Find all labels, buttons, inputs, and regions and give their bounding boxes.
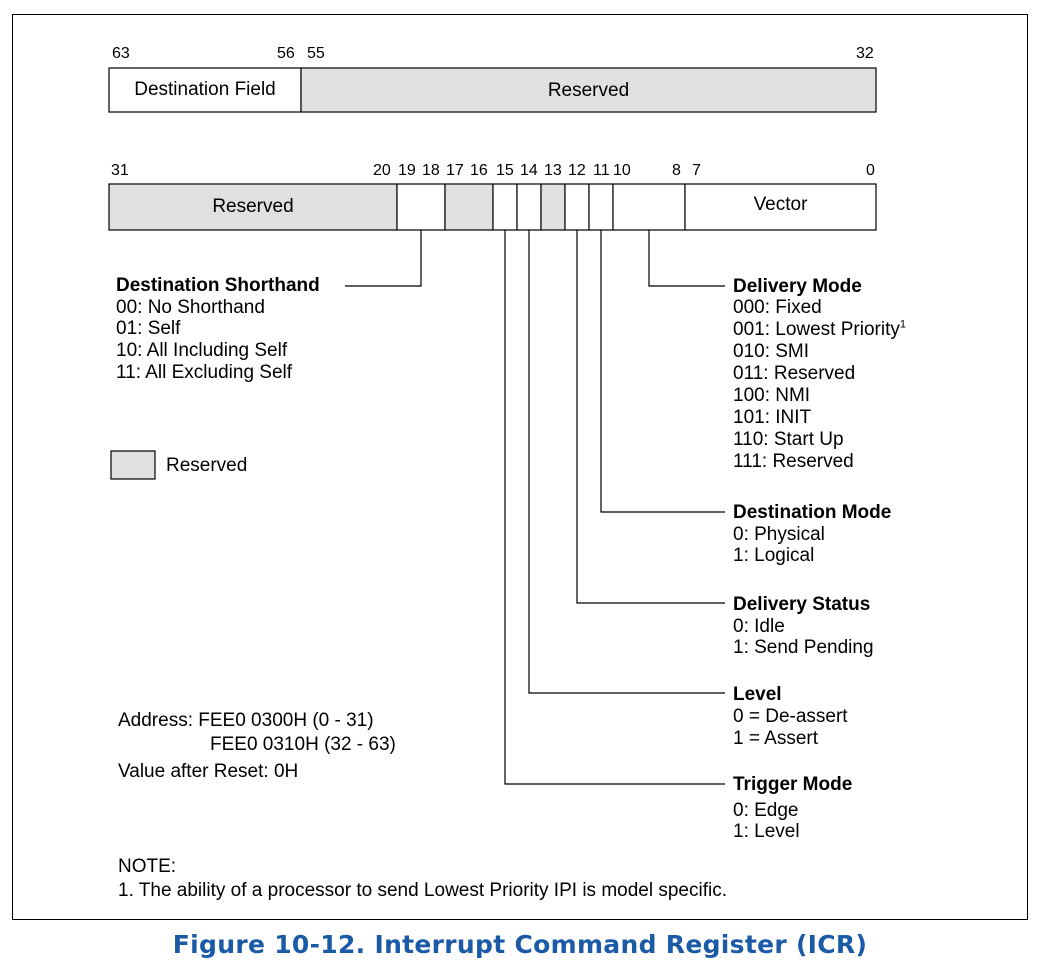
legend-reserved-swatch [110,450,156,480]
shorthand-cell [396,183,446,231]
level-connector [528,230,725,694]
destination-field-cell [108,67,302,113]
destination-mode-cell [588,183,614,231]
address-line-1: Address: FEE0 0300H (0 - 31) [118,710,374,731]
bit-label-19: 19 [398,162,416,179]
destination-field-label: Destination Field [134,79,276,100]
trigger-mode-option: 1: Level [733,821,800,842]
bit-13-reserved-cell [540,183,566,231]
destination-mode-option: 1: Logical [733,545,815,566]
note-text: 1. The ability of a processor to send Lo… [118,880,727,901]
bit-label-0: 0 [866,162,875,179]
upper-reserved-label: Reserved [547,80,630,101]
shorthand-option: 10: All Including Self [116,340,288,361]
delivery-mode-cell [612,183,686,231]
trigger-mode-title: Trigger Mode [733,774,853,795]
bits-17-16-reserved-cell [444,183,494,231]
destination-mode-option: 0: Physical [733,524,825,545]
address-line-2: FEE0 0310H (32 - 63) [210,734,396,755]
bit-label-31: 31 [111,162,129,179]
bit-label-15: 15 [496,162,514,179]
delivery-mode-option: 000: Fixed [733,297,822,318]
delivery-status-title: Delivery Status [733,594,871,615]
bit-label-63: 63 [112,45,130,62]
bit-label-32: 32 [856,45,874,62]
delivery-mode-option: 100: NMI [733,385,811,406]
bit-label-18: 18 [422,162,440,179]
delivery-mode-option: 011: Reserved [733,363,856,384]
shorthand-option: 11: All Excluding Self [116,362,293,383]
bit-label-17: 17 [446,162,464,179]
delivery-mode-title: Delivery Mode [733,276,862,297]
level-option: 1 = Assert [733,728,819,749]
level-option: 0 = De-assert [733,706,848,727]
bit-label-8: 8 [672,162,681,179]
level-title: Level [733,684,782,705]
reset-value: Value after Reset: 0H [118,761,299,782]
shorthand-connector [345,230,422,287]
delivery-mode-option-lowest-priority: 001: Lowest Priority1 [733,318,906,340]
destination-mode-title: Destination Mode [733,502,892,523]
bit-label-7: 7 [692,162,701,179]
delivery-status-cell [564,183,590,231]
vector-label: Vector [753,194,808,215]
bit-label-14: 14 [520,162,538,179]
delivery-mode-option: 110: Start Up [733,429,844,450]
bit-label-11: 11 [593,162,610,179]
note-title: NOTE: [118,856,177,877]
destination-mode-connector [600,230,725,513]
footnote-mark: 1 [899,318,906,331]
figure-frame [12,14,1028,920]
trigger-mode-option: 0: Edge [733,800,799,821]
delivery-mode-connector [648,230,725,287]
figure-caption: Figure 10-12. Interrupt Command Register… [172,930,868,959]
bit-label-56: 56 [277,45,295,62]
trigger-mode-connector [504,230,725,785]
delivery-status-option: 0: Idle [733,616,785,637]
lower-reserved-label: Reserved [212,196,294,217]
level-cell [516,183,542,231]
delivery-mode-option: 101: INIT [733,407,812,428]
upper-reserved-cell [300,67,877,113]
delivery-mode-option: 010: SMI [733,341,810,362]
vector-cell [684,183,877,231]
delivery-mode-option: 111: Reserved [733,451,854,472]
bit-label-55: 55 [307,45,325,62]
bit-label-10: 10 [613,162,631,179]
delivery-status-connector [576,230,725,604]
bit-label-12: 12 [568,162,586,179]
bit-label-20: 20 [373,162,391,179]
legend-reserved-label: Reserved [166,455,248,476]
trigger-mode-cell [492,183,518,231]
bit-label-13: 13 [544,162,562,179]
delivery-status-option: 1: Send Pending [733,637,874,658]
bit-label-16: 16 [470,162,488,179]
shorthand-option: 00: No Shorthand [116,297,265,318]
destination-shorthand-title: Destination Shorthand [116,275,320,296]
shorthand-option: 01: Self [116,318,181,339]
